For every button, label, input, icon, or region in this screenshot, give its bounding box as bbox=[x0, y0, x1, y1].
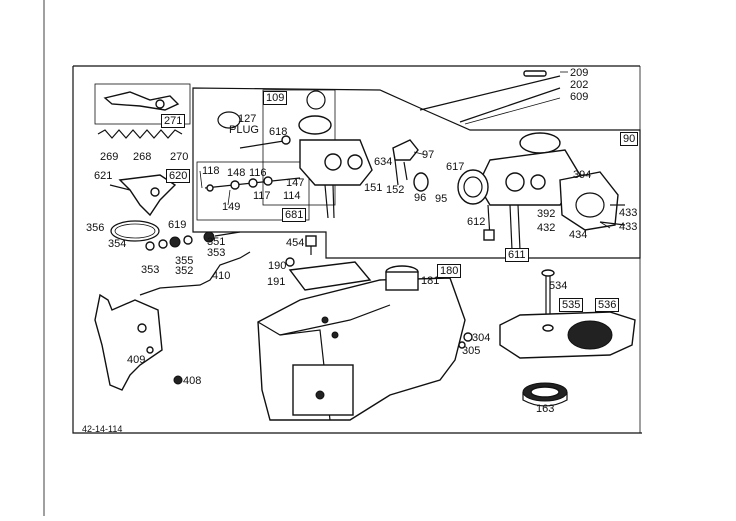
label-392: 392 bbox=[537, 208, 556, 220]
plug-ring-127 bbox=[217, 111, 241, 129]
label-351: 351 bbox=[207, 236, 226, 248]
screw-618 bbox=[239, 135, 291, 149]
label-97: 97 bbox=[422, 149, 435, 161]
lever-part-271 bbox=[103, 91, 180, 111]
diagram-code: 42-14-114 bbox=[82, 424, 123, 434]
label-190: 190 bbox=[268, 260, 287, 272]
label-394: 394 bbox=[573, 169, 592, 181]
bowl-96 bbox=[413, 172, 429, 192]
label-95: 95 bbox=[435, 193, 448, 205]
label-355: 355 bbox=[175, 255, 194, 267]
label-619: 619 bbox=[168, 219, 187, 231]
label-617: 617 bbox=[446, 161, 465, 173]
bracket-97 bbox=[392, 139, 419, 186]
gasket-356 bbox=[110, 220, 160, 242]
fittings-305 bbox=[458, 332, 473, 349]
label-621: 621 bbox=[94, 170, 113, 182]
housing-394 bbox=[559, 171, 626, 231]
needle-assembly-148 bbox=[204, 176, 301, 192]
label-611: 611 bbox=[505, 248, 529, 262]
label-634: 634 bbox=[374, 156, 393, 168]
label-268: 268 bbox=[133, 151, 152, 163]
label-127: 127 bbox=[238, 113, 257, 125]
label-96: 96 bbox=[414, 192, 427, 204]
label-191: 191 bbox=[267, 276, 286, 288]
control-wires bbox=[419, 70, 561, 125]
label-681: 681 bbox=[282, 208, 307, 222]
label-354: 354 bbox=[108, 238, 127, 250]
label-269: 269 bbox=[100, 151, 119, 163]
label-118: 118 bbox=[202, 165, 220, 177]
carburetor-group-border bbox=[192, 87, 641, 259]
label-535: 535 bbox=[559, 298, 584, 312]
label-433-lower: 433 bbox=[619, 221, 638, 233]
bracket-621 bbox=[109, 174, 177, 217]
governor-link-410 bbox=[139, 251, 251, 296]
label-410: 410 bbox=[212, 270, 231, 282]
label-202: 202 bbox=[570, 79, 589, 91]
label-304: 304 bbox=[472, 332, 491, 344]
carburetor-body-right bbox=[457, 132, 581, 251]
label-209: 209 bbox=[570, 67, 589, 79]
label-109: 109 bbox=[263, 91, 288, 105]
filter-element-163 bbox=[522, 382, 568, 407]
label-305: 305 bbox=[462, 345, 481, 357]
leader-lines bbox=[199, 71, 611, 229]
fuel-tank-180 bbox=[257, 265, 466, 421]
box-271 bbox=[94, 83, 191, 125]
label-271: 271 bbox=[161, 114, 186, 128]
label-152: 152 bbox=[386, 184, 405, 196]
spring-269 bbox=[97, 129, 183, 139]
label-536: 536 bbox=[595, 298, 620, 312]
label-534: 534 bbox=[549, 280, 568, 292]
label-356: 356 bbox=[86, 222, 105, 234]
label-114: 114 bbox=[283, 190, 301, 202]
box-620 bbox=[196, 161, 310, 221]
label-90: 90 bbox=[620, 132, 639, 146]
label-148: 148 bbox=[227, 167, 246, 179]
carburetor-body-left bbox=[298, 90, 373, 219]
washers-353 bbox=[145, 231, 241, 251]
label-408: 408 bbox=[183, 375, 202, 387]
label-149: 149 bbox=[222, 201, 241, 213]
label-409: 409 bbox=[127, 354, 146, 366]
label-432: 432 bbox=[537, 222, 556, 234]
label-147: 147 bbox=[286, 177, 305, 189]
label-454: 454 bbox=[286, 237, 305, 249]
label-618: 618 bbox=[269, 126, 288, 138]
label-151: 151 bbox=[364, 182, 383, 194]
label-plug: PLUG bbox=[229, 124, 259, 136]
label-612: 612 bbox=[467, 216, 486, 228]
label-353: 353 bbox=[141, 264, 160, 276]
bracket-409 bbox=[94, 293, 183, 391]
label-352: 352 bbox=[175, 265, 194, 277]
label-181: 181 bbox=[421, 275, 440, 287]
gasket-191 bbox=[288, 261, 372, 291]
label-116: 116 bbox=[249, 167, 267, 179]
label-117: 117 bbox=[253, 190, 271, 202]
label-620: 620 bbox=[166, 169, 191, 183]
small-parts-454 bbox=[285, 235, 317, 267]
label-163: 163 bbox=[536, 403, 555, 415]
outer-frame-left-bottom bbox=[72, 66, 642, 434]
label-180: 180 bbox=[437, 264, 462, 278]
label-434: 434 bbox=[569, 229, 588, 241]
label-270: 270 bbox=[170, 151, 189, 163]
air-filter-536 bbox=[499, 311, 636, 359]
label-433-upper: 433 bbox=[619, 207, 638, 219]
label-609: 609 bbox=[570, 91, 589, 103]
label-353-right: 353 bbox=[207, 247, 226, 259]
